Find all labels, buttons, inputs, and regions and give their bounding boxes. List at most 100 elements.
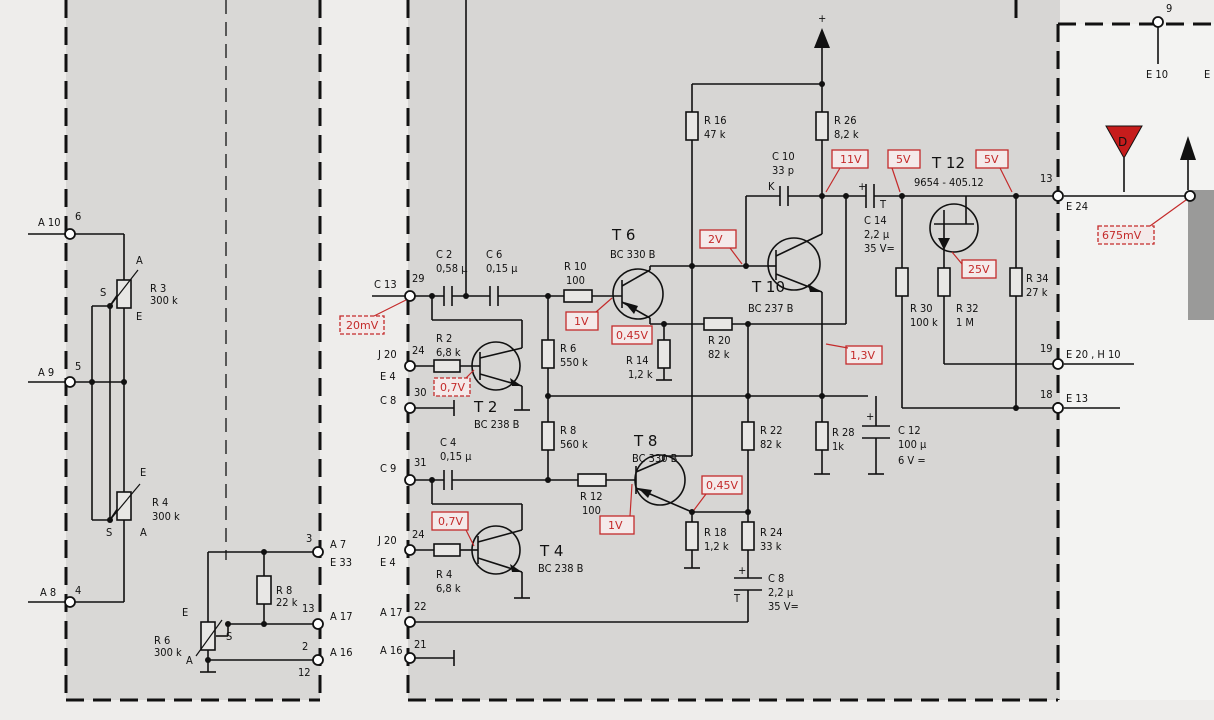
transistor-t10 <box>767 233 823 293</box>
c8-value: 2,2 µ <box>768 586 794 599</box>
label-e-edge: E <box>1204 68 1210 81</box>
label-e24: E 24 <box>1066 200 1088 213</box>
junction <box>107 303 113 309</box>
r12-value: 100 <box>582 504 601 517</box>
c8-name: C 8 <box>768 572 784 585</box>
voltage-t6-emitter: 0,45V <box>616 329 648 342</box>
voltage-box-5v-a <box>887 149 921 169</box>
t6-type: BC 330 B <box>610 248 656 261</box>
r16-name: R 16 <box>704 114 727 127</box>
r22-name: R 22 <box>760 424 783 437</box>
transistor-t6 <box>612 268 664 320</box>
r22-value: 82 k <box>760 438 782 451</box>
voltage-5v-a: 5V <box>896 153 911 166</box>
label-a8: A 8 <box>40 586 56 599</box>
r6-value: 300 k <box>154 646 182 659</box>
resistor-r10 <box>563 289 593 303</box>
resistor-r22 <box>741 421 755 451</box>
c10-k: K <box>768 180 775 193</box>
r8l-value: 22 k <box>276 596 298 609</box>
junction <box>261 621 267 627</box>
r4b-name: R 4 <box>436 568 452 581</box>
terminal-a16 <box>312 654 324 666</box>
t2-name: T 2 <box>473 398 497 416</box>
r24-name: R 24 <box>760 526 783 539</box>
label-pin24-bottom: 24 <box>412 528 425 541</box>
output-arrow-icon <box>1180 136 1196 160</box>
r6-arrow <box>195 619 223 657</box>
voltage-t10-base: 2V <box>708 233 723 246</box>
r28-value: 1k <box>832 440 844 453</box>
capacitor-c4 <box>443 470 453 490</box>
label-pin19: 19 <box>1040 342 1053 355</box>
r10-value: 100 <box>566 274 585 287</box>
junction <box>107 517 113 523</box>
label-pin4: 4 <box>75 584 81 597</box>
resistor-r26 <box>815 111 829 141</box>
r8m-name: R 8 <box>560 424 576 437</box>
label-a10: A 10 <box>38 216 61 229</box>
r20-name: R 20 <box>708 334 731 347</box>
c2-value: 0,58 µ <box>436 262 468 275</box>
capacitor-c8 <box>734 577 762 596</box>
voltage-box-675mv <box>1097 225 1155 245</box>
r16-value: 47 k <box>704 128 726 141</box>
c12-voltage: 6 V = <box>898 454 926 467</box>
r10-name: R 10 <box>564 260 587 273</box>
t4-type: BC 238 B <box>538 562 584 575</box>
label-pin3: 3 <box>306 532 312 545</box>
voltage-1-3v: 1,3V <box>850 349 875 362</box>
r18-name: R 18 <box>704 526 727 539</box>
c8-t: T <box>733 592 741 605</box>
voltage-5v-b: 5V <box>984 153 999 166</box>
label-pin29: 29 <box>412 272 425 285</box>
c14-voltage: 35 V= <box>864 242 895 255</box>
terminal-c9 <box>404 474 416 486</box>
r3-s: S <box>100 286 106 299</box>
panel-right <box>1060 24 1214 700</box>
r4-s: S <box>106 526 112 539</box>
resistor-r6-550k <box>541 339 555 369</box>
capacitor-c12 <box>862 425 890 439</box>
resistor-r8-left <box>256 575 272 605</box>
t12-type: 9654 - 405.12 <box>914 176 984 189</box>
junctions <box>429 81 1019 515</box>
voltage-t8-emitter: 0,45V <box>706 479 738 492</box>
r3-a: A <box>136 254 143 267</box>
label-pin13: 13 <box>302 602 315 615</box>
t8-type: BC 330 B <box>632 452 678 465</box>
terminal-output <box>1184 190 1196 202</box>
voltage-box-t8b <box>599 515 635 535</box>
c10-name: C 10 <box>772 150 795 163</box>
resistor-r20 <box>703 317 733 331</box>
r26-name: R 26 <box>834 114 857 127</box>
terminal-a17 <box>312 618 324 630</box>
resistor-r12 <box>577 473 607 487</box>
label-a9: A 9 <box>38 366 54 379</box>
r14-name: R 14 <box>626 354 649 367</box>
panel-left <box>66 0 320 700</box>
voltage-t8-base: 1V <box>608 519 623 532</box>
c14-t: T <box>879 198 887 211</box>
c12-name: C 12 <box>898 424 921 437</box>
c14-value: 2,2 µ <box>864 228 890 241</box>
c12-value: 100 µ <box>898 438 927 451</box>
junction <box>205 657 211 663</box>
label-pin21: 21 <box>414 638 427 651</box>
t6-name: T 6 <box>611 226 635 244</box>
label-pin31: 31 <box>414 456 427 469</box>
voltage-box-2v <box>699 229 737 249</box>
resistor-r14 <box>657 339 671 369</box>
r6-s: S <box>226 630 232 643</box>
r6m-name: R 6 <box>560 342 576 355</box>
capacitor-c14 <box>865 184 875 208</box>
label-e13: E 13 <box>1066 392 1088 405</box>
transistor-t12-fet <box>929 196 979 253</box>
t8-name: T 8 <box>633 432 657 450</box>
r2-value: 6,8 k <box>436 346 461 359</box>
label-pin30: 30 <box>414 386 427 399</box>
r8m-value: 560 k <box>560 438 588 451</box>
r6m-value: 550 k <box>560 356 588 369</box>
voltage-box-5v-b <box>975 149 1009 169</box>
voltage-r10: 1V <box>574 315 589 328</box>
